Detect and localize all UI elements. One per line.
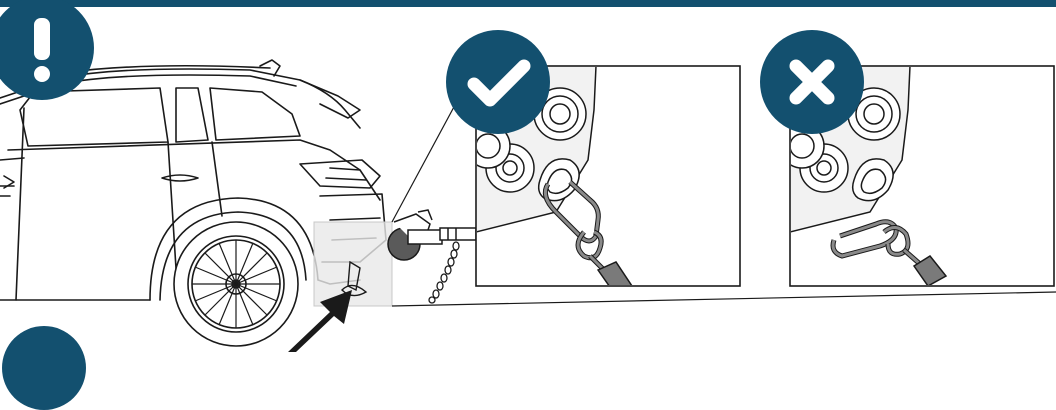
breakaway-chain [429,242,459,303]
incorrect-badge [760,30,864,134]
exclamation-icon [0,0,94,100]
warning-badge [0,0,94,100]
info-badge [2,326,86,410]
cross-icon [760,30,864,134]
correct-badge [446,30,550,134]
car-wheel [174,222,298,346]
checkmark-icon [446,30,550,134]
tow-ball-hitch [388,210,476,260]
